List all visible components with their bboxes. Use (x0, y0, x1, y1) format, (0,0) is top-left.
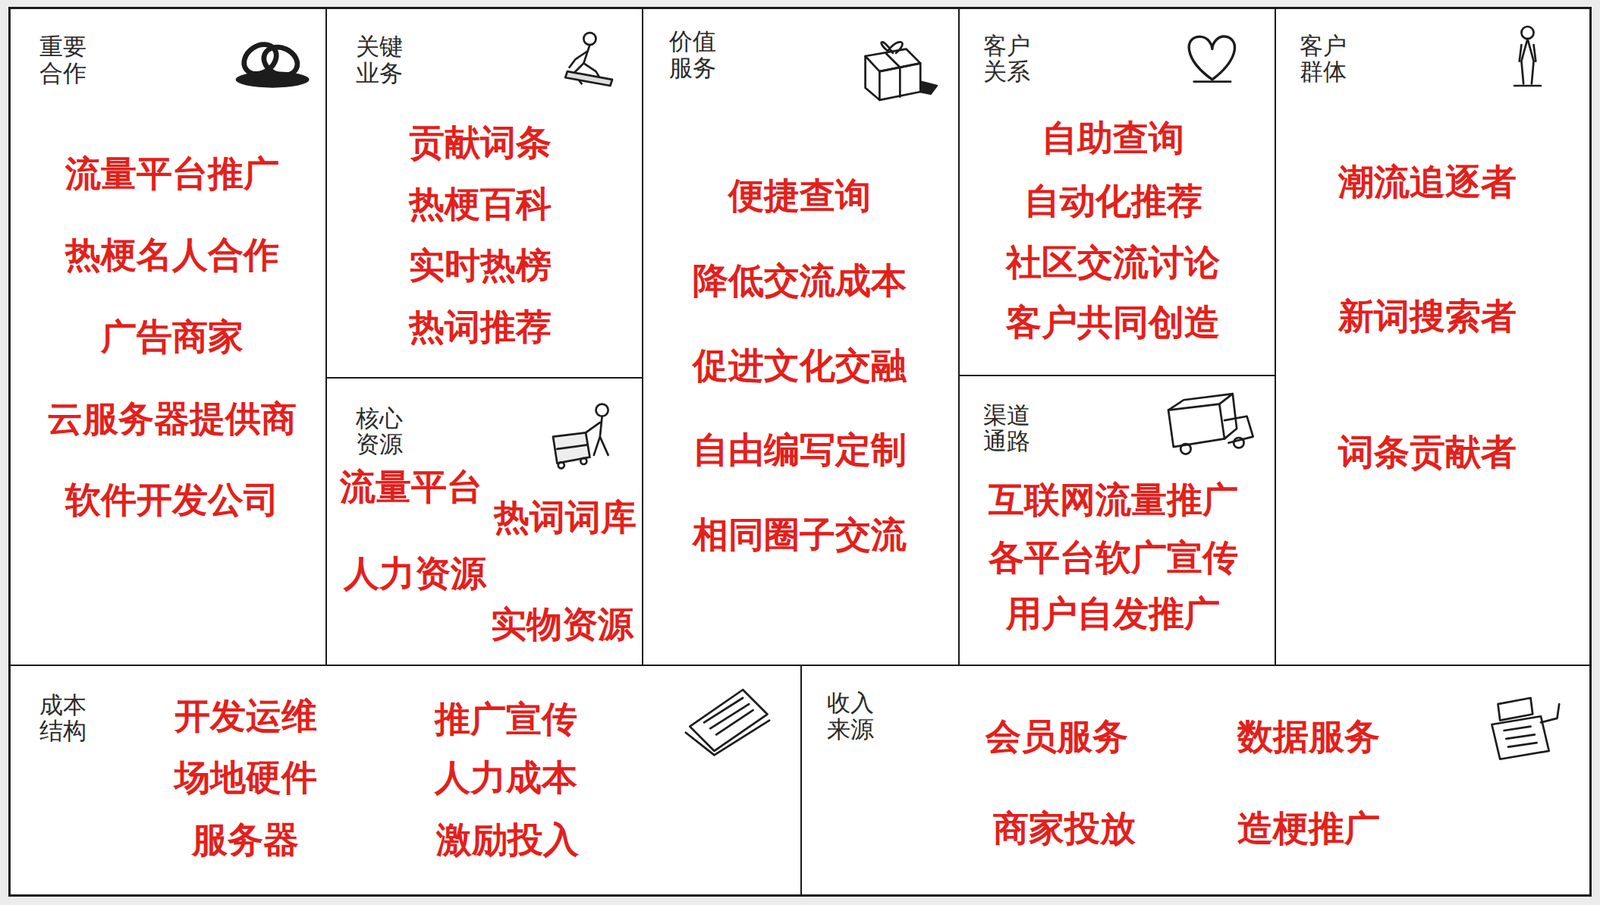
block-item: 人力成本 (434, 758, 578, 799)
block-item: 各平台软广宣传 (988, 538, 1239, 579)
person-icon (1514, 26, 1541, 86)
block-item: 流量平台 (339, 468, 483, 508)
block-item: 造梗推广 (1237, 809, 1380, 849)
block-item: 场地硬件 (174, 758, 318, 799)
block-item: 互联网流量推广 (988, 480, 1239, 521)
canvas-block: 渠道 通路互联网流量推广各平台软广宣传用户自发推广 (958, 375, 1276, 666)
block-item: 贡献词条 (408, 123, 552, 164)
canvas-block: 收入 来源会员服务 数据服务商家投放 造梗推广 (801, 665, 1591, 896)
canvas-block: 成本 结构 开发运维场地硬件服务器 推广宣传人力成本激励投入 (9, 665, 801, 896)
block-heading: 重要 合作 (39, 33, 91, 86)
block-item: 软件开发公司 (65, 480, 280, 521)
block-item: 自助查询 (1041, 119, 1185, 159)
block-item: 热词推荐 (408, 308, 552, 348)
block-item: 激励投入 (436, 820, 579, 861)
rings-icon (235, 38, 310, 89)
canvas-block: 客户 关系自助查询自动化推荐社区交流讨论客户共同创造 (958, 8, 1276, 376)
block-item: 新词搜索者 (1338, 297, 1517, 337)
block-heading: 关键 业务 (355, 33, 407, 86)
block-item: 人力资源 (343, 554, 487, 595)
block-item: 热梗百科 (408, 185, 552, 225)
canvas-block: 客户 群体潮流追逐者新词搜索者词条贡献者 (1275, 8, 1590, 666)
canvas-block: 价值 服务便捷查询降低交流成本促进文化交融自由编写定制相同圈子交流 (642, 8, 959, 666)
block-item: 词条贡献者 (1338, 433, 1517, 473)
block-heading: 客户 关系 (983, 32, 1035, 85)
block-item: 降低交流成本 (692, 261, 907, 302)
block-item: 流量平台推广 (65, 154, 280, 195)
block-item: 实物资源 (490, 605, 634, 645)
register-icon (1491, 697, 1560, 760)
gift-icon (865, 41, 937, 101)
block-item: 潮流追逐者 (1338, 163, 1517, 203)
block-item: 实时热榜 (408, 246, 552, 287)
block-item: 便捷查询 (728, 176, 871, 217)
block-heading: 收入 来源 (826, 689, 878, 742)
block-item: 云服务器提供商 (47, 399, 297, 440)
block-heading: 成本 结构 (39, 691, 91, 745)
block-item: 推广宣传 (434, 700, 578, 740)
paper-icon (685, 689, 770, 755)
block-heading: 客户 群体 (1299, 32, 1351, 85)
block-item: 社区交流讨论 (1005, 243, 1220, 283)
block-heading: 渠道 通路 (983, 402, 1035, 455)
block-item: 自由编写定制 (692, 430, 907, 471)
block-item: 相同圈子交流 (692, 515, 907, 556)
heart-icon (1188, 36, 1235, 82)
block-item: 热梗名人合作 (65, 235, 280, 276)
worker-icon (565, 32, 613, 86)
truck-icon (1168, 393, 1254, 454)
block-item: 开发运维 (174, 697, 318, 737)
canvas-block: 重要 合作流量平台推广热梗名人合作广告商家云服务器提供商软件开发公司 (9, 8, 327, 666)
block-item: 客户共同创造 (1005, 303, 1220, 343)
block-item: 促进文化交融 (692, 346, 907, 387)
block-heading: 价值 服务 (669, 28, 720, 81)
block-item: 用户自发推广 (1005, 594, 1220, 635)
block-item: 广告商家 (100, 317, 244, 358)
canvas-block: 关键 业务贡献词条热梗百科实时热榜热词推荐 (326, 8, 643, 378)
block-item: 热词词库 (493, 498, 637, 538)
block-item: 服务器 (191, 820, 299, 861)
block-item: 数据服务 (1237, 717, 1380, 758)
canvas-block: 核心 资源流量平台热词词库人力资源实物资源 (326, 377, 643, 666)
machine-icon (553, 404, 609, 469)
block-item: 商家投放 (993, 809, 1136, 849)
block-item: 会员服务 (985, 717, 1129, 758)
block-heading: 核心 资源 (355, 405, 407, 458)
block-item: 自动化推荐 (1024, 182, 1203, 222)
